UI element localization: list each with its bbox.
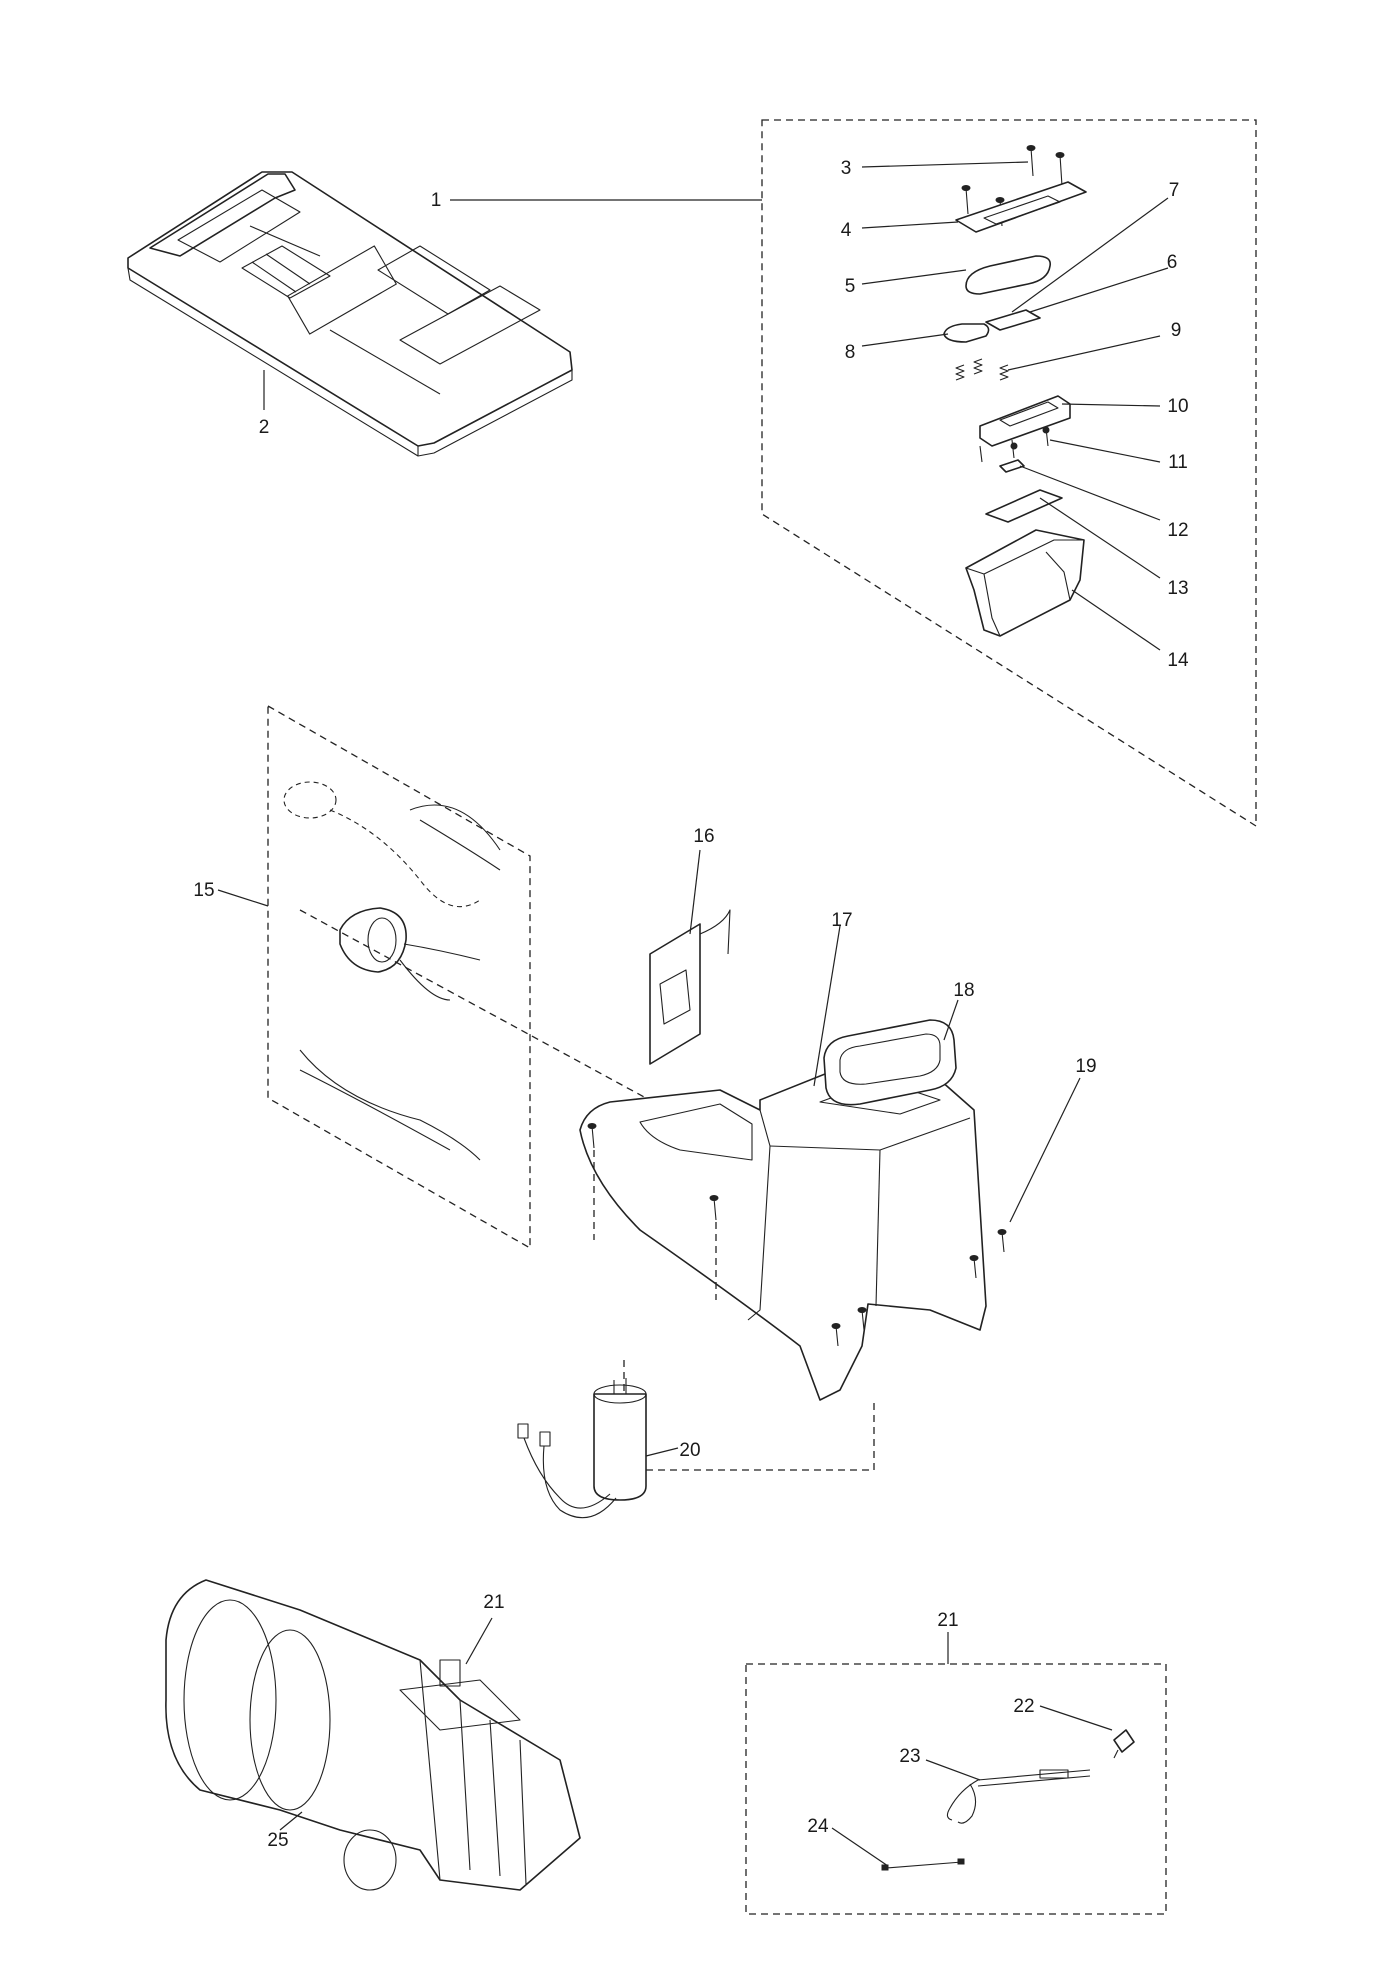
button-part-5 (965, 255, 1052, 295)
leader-25 (279, 1811, 303, 1831)
leader-4 (861, 221, 959, 229)
callout-10: 10 (1167, 396, 1188, 417)
leader-21a (465, 1617, 493, 1665)
cover-part-18 (823, 1019, 957, 1106)
wire-part-24 (881, 1858, 965, 1871)
callout-18: 18 (953, 980, 974, 1001)
leader-8 (861, 333, 949, 347)
callout-11: 11 (1168, 452, 1188, 473)
callout-16: 16 (693, 826, 714, 847)
screw-axis-lines (593, 1150, 717, 1300)
callout-19: 19 (1075, 1056, 1096, 1077)
cable-assembly-part-15 (283, 781, 501, 1161)
callout-4: 4 (841, 220, 852, 241)
cable-part-23 (946, 1769, 1091, 1824)
callout-24: 24 (807, 1816, 829, 1837)
leader-6 (1029, 267, 1169, 313)
callout-23: 23 (899, 1746, 920, 1767)
screws-part-3 (961, 145, 1065, 227)
pcb-part-16 (649, 909, 731, 1065)
leader-12 (1019, 465, 1161, 521)
main-housing-part-17 (579, 1059, 987, 1401)
callout-15: 15 (193, 880, 214, 901)
leader-22 (1039, 1705, 1113, 1731)
leader-18 (943, 999, 959, 1041)
leader-5 (861, 269, 967, 285)
springs-part-9 (955, 358, 1009, 381)
screws-part-11 (979, 426, 1050, 463)
callout-20: 20 (679, 1440, 700, 1461)
callout-2: 2 (259, 417, 270, 438)
leader-11 (1049, 439, 1161, 463)
plate-part-13 (985, 489, 1063, 523)
leader-3 (861, 161, 1029, 168)
box-part-14 (965, 529, 1085, 637)
switch-part-6 (985, 309, 1041, 331)
callout-9: 9 (1171, 320, 1182, 341)
leader-24 (831, 1827, 889, 1867)
clip-part-12 (999, 459, 1025, 473)
callout-7: 7 (1169, 180, 1180, 201)
top-cover-part-2 (127, 171, 573, 457)
leader-15 (217, 889, 269, 907)
callout-3: 3 (841, 158, 852, 179)
callout-13: 13 (1167, 578, 1188, 599)
callout-12: 12 (1167, 520, 1188, 541)
leader-10 (1061, 403, 1161, 407)
switch-part-22 (1113, 1729, 1135, 1759)
callout-21-box: 21 (937, 1610, 958, 1631)
housing-part-10 (979, 395, 1071, 447)
sub-assembly-box-3-14 (761, 119, 1257, 828)
leader-17 (813, 925, 841, 1087)
callout-5: 5 (845, 276, 856, 297)
sub-assembly-box-21 (745, 1663, 1167, 1915)
screws-part-19 (587, 1123, 1007, 1347)
callout-14: 14 (1167, 650, 1189, 671)
motor-part-25 (165, 1579, 581, 1891)
callout-labels: 1 2 3 4 5 6 7 8 9 10 11 12 13 14 15 16 1… (193, 158, 1189, 1851)
cable-assembly-box-15 (267, 704, 531, 1250)
callout-1: 1 (431, 190, 442, 211)
callout-6: 6 (1167, 252, 1178, 273)
leader-9 (1007, 335, 1161, 371)
plate-part-4 (955, 181, 1087, 233)
callout-17: 17 (831, 910, 852, 931)
leader-20 (645, 1447, 679, 1457)
leader-13 (1039, 497, 1161, 579)
leader-16 (689, 849, 701, 935)
cap-part-8 (943, 323, 990, 343)
capacitor-part-20 (517, 1378, 647, 1519)
callout-21-motor: 21 (483, 1592, 504, 1613)
leader-19 (1009, 1077, 1081, 1223)
callout-22: 22 (1013, 1696, 1034, 1717)
callout-8: 8 (845, 342, 856, 363)
leader-14 (1071, 589, 1161, 651)
leader-23 (925, 1759, 981, 1781)
leader-7 (1011, 197, 1169, 313)
callout-25: 25 (267, 1830, 288, 1851)
